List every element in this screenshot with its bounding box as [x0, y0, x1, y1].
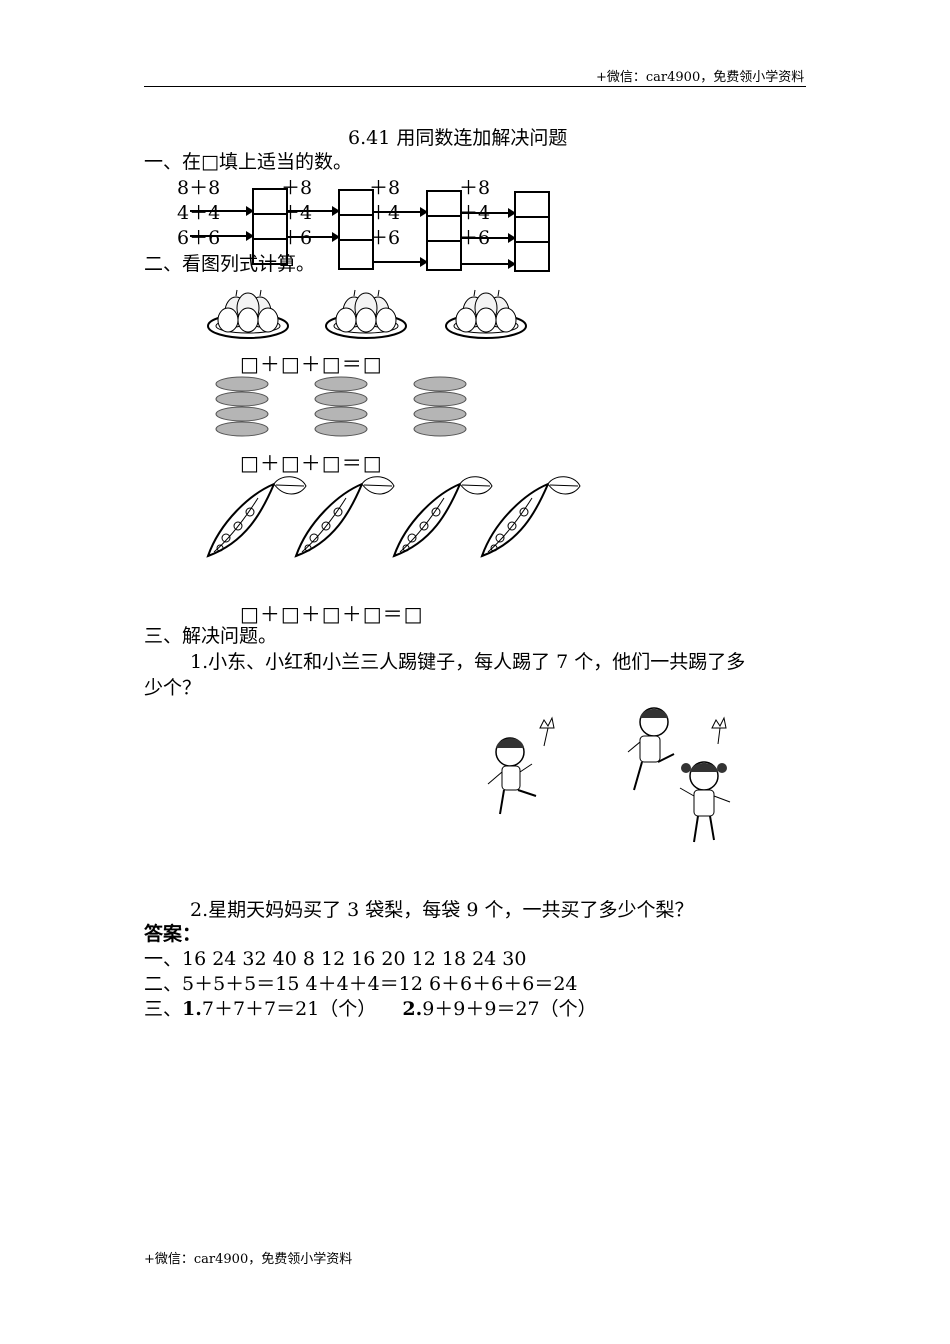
answer-box[interactable] — [426, 240, 462, 271]
row2-start: 4＋4 — [177, 202, 221, 224]
equation-pears: □＋□＋□＝□ — [240, 352, 383, 376]
question-1-line2: 少个？ — [144, 677, 202, 699]
pea-pod-image — [480, 476, 581, 558]
answer-box[interactable] — [514, 216, 550, 243]
pea-pod-image — [206, 476, 307, 558]
row3-op-col1: ＋6 — [281, 227, 313, 249]
kids-kicking-shuttlecock-image — [487, 707, 731, 843]
answer-box[interactable] — [338, 214, 374, 241]
row3-start: 6＋6 — [177, 227, 221, 249]
arrow — [462, 208, 516, 218]
pea-pod-image — [392, 476, 493, 558]
answer-box[interactable] — [252, 238, 288, 265]
arrow — [374, 257, 428, 267]
disk-stack-image — [215, 376, 269, 437]
arrow — [190, 231, 254, 241]
answer-box[interactable] — [252, 188, 288, 215]
answer-box[interactable] — [252, 213, 288, 240]
row1-start: 8＋8 — [177, 177, 221, 199]
answer-box[interactable] — [514, 191, 550, 218]
answers-label: 答案： — [144, 923, 202, 945]
answers-line3-num2: 2. — [402, 998, 423, 1020]
header-rule — [144, 86, 806, 87]
arrow — [462, 259, 516, 269]
answers-line3-answer1: 7＋7＋7＝21（个） — [201, 998, 377, 1020]
section1-heading: 一、在□填上适当的数。 — [144, 151, 352, 173]
pea-pod-image — [294, 476, 395, 558]
arrow — [374, 207, 428, 217]
row1-op-col1: ＋8 — [281, 177, 313, 199]
answer-box[interactable] — [514, 241, 550, 272]
section3-heading: 三、解决问题。 — [144, 625, 278, 647]
question-2: 2.星期天妈妈买了 3 袋梨，每袋 9 个，一共买了多少个梨？ — [190, 899, 694, 921]
answer-box[interactable] — [426, 215, 462, 242]
disk-stack-image — [413, 376, 467, 437]
arrow — [190, 206, 254, 216]
answers-line3-num1: 1. — [182, 998, 202, 1020]
row2-op-col1: ＋4 — [281, 202, 313, 224]
answers-line1: 一、16 24 32 40 8 12 16 20 12 18 24 30 — [144, 948, 527, 970]
row1-op-col3: ＋8 — [459, 177, 491, 199]
equation-disks: □＋□＋□＝□ — [240, 451, 383, 475]
page-title: 6.41 用同数连加解决问题 — [348, 127, 568, 149]
row2-op-col2: ＋4 — [369, 202, 401, 224]
question-1-line1: 1.小东、小红和小兰三人踢键子，每人踢了 7 个，他们一共踢了多 — [190, 651, 746, 673]
pear-plate-image — [207, 289, 289, 339]
answers-line3-prefix: 三、 — [144, 998, 183, 1020]
pear-plate-image — [325, 289, 407, 339]
answer-box[interactable] — [338, 239, 374, 270]
header-note: +微信：car4900，免费领小学资料 — [596, 70, 805, 85]
answers-line3: 三、1.7＋7＋7＝21（个） 2.9＋9＋9＝27（个） — [144, 997, 597, 1021]
row3-op-col2: ＋6 — [369, 227, 401, 249]
footer-note: +微信：car4900，免费领小学资料 — [144, 1252, 353, 1267]
answer-box[interactable] — [426, 190, 462, 217]
answer-box[interactable] — [338, 189, 374, 216]
arrow — [286, 232, 340, 242]
answers-line3-answer2: 9＋9＋9＝27（个） — [422, 998, 597, 1020]
arrow — [462, 233, 516, 243]
equation-peas: □＋□＋□＋□＝□ — [240, 602, 424, 626]
pear-plate-image — [445, 289, 527, 339]
row1-op-col2: ＋8 — [369, 177, 401, 199]
section2-heading: 二、看图列式计算。 — [144, 253, 316, 275]
arrow — [286, 206, 340, 216]
disk-stack-image — [314, 376, 368, 437]
answers-line2: 二、5＋5＋5＝15 4＋4＋4＝12 6＋6＋6＋6＝24 — [144, 973, 578, 995]
